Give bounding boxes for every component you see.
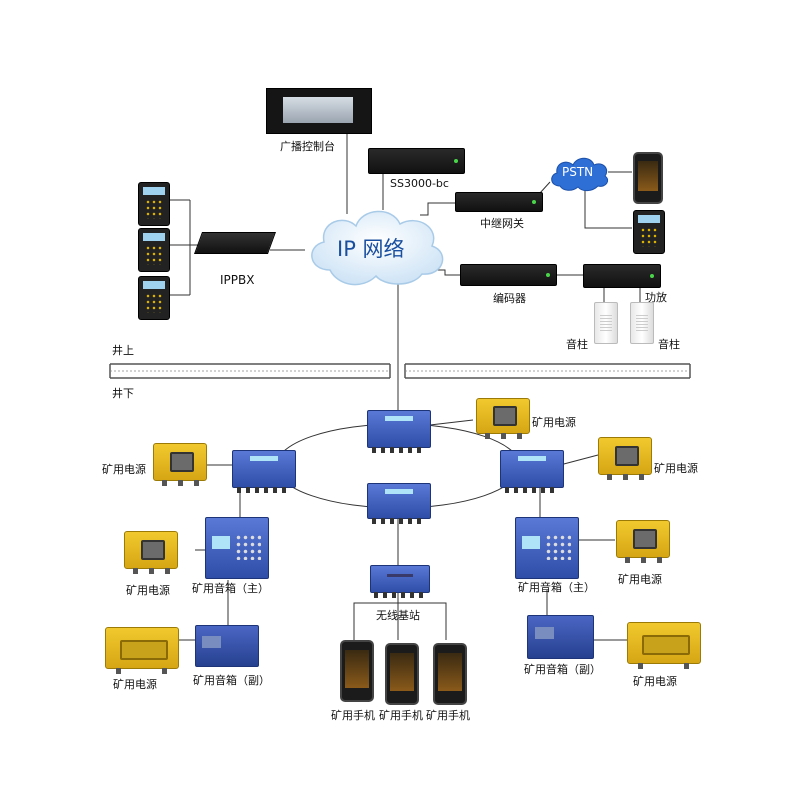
mine-speaker-main-icon bbox=[515, 517, 579, 579]
pstn-cloud-icon bbox=[551, 157, 609, 192]
power-6-label: 矿用电源 bbox=[113, 678, 157, 691]
handset-3-label: 矿用手机 bbox=[426, 709, 470, 722]
link-encoder bbox=[436, 269, 460, 276]
power-right-bottom-label: 矿用电源 bbox=[633, 675, 677, 688]
power-5-label: 矿用电源 bbox=[618, 573, 662, 586]
handset-1-label: 矿用手机 bbox=[331, 709, 375, 722]
trunk-gateway-icon bbox=[455, 192, 543, 212]
mine-handset-icon bbox=[433, 643, 467, 705]
zone-above-label: 井上 bbox=[112, 344, 134, 357]
column-speaker-icon bbox=[594, 302, 618, 344]
power-1-label: 矿用电源 bbox=[102, 463, 146, 476]
power-3-label: 矿用电源 bbox=[654, 462, 698, 475]
mine-power-icon bbox=[616, 520, 670, 563]
column-speaker-icon bbox=[630, 302, 654, 344]
ss3000-label: SS3000-bc bbox=[390, 177, 449, 190]
amplifier-icon bbox=[583, 264, 661, 288]
mine-power-large-icon bbox=[627, 622, 701, 669]
amplifier-label: 功放 bbox=[645, 291, 667, 304]
link-gateway bbox=[420, 202, 455, 216]
speaker-main-right-label: 矿用音箱（主） bbox=[518, 581, 595, 594]
broadcast-console-icon bbox=[266, 88, 372, 134]
speaker-sub-left-label: 矿用音箱（副） bbox=[193, 674, 270, 687]
ring-switch-right-icon bbox=[500, 450, 564, 493]
speaker-2-label: 音柱 bbox=[658, 338, 680, 351]
mobile-phone-icon bbox=[633, 152, 663, 204]
handset-2-label: 矿用手机 bbox=[379, 709, 423, 722]
mine-handset-icon bbox=[385, 643, 419, 705]
speaker-1-label: 音柱 bbox=[566, 338, 588, 351]
broadcast-console-label: 广播控制台 bbox=[280, 140, 335, 153]
ippbx-icon bbox=[193, 232, 277, 254]
link-power-2 bbox=[429, 419, 474, 426]
speaker-sub-right-label: 矿用音箱（副） bbox=[524, 663, 601, 676]
ring-switch-bottom-icon bbox=[367, 483, 431, 524]
mine-speaker-main-icon bbox=[205, 517, 269, 579]
ring-switch-top-icon bbox=[367, 410, 431, 453]
link-gateway-pstn bbox=[539, 181, 551, 194]
ring-switch-left-icon bbox=[232, 450, 296, 493]
desk-phone-icon bbox=[138, 276, 170, 320]
mine-speaker-sub-icon bbox=[195, 625, 259, 667]
power-4-label: 矿用电源 bbox=[126, 584, 170, 597]
pstn-label: PSTN bbox=[562, 165, 594, 179]
mine-handset-icon bbox=[340, 640, 374, 702]
desk-phone-icon bbox=[138, 182, 170, 226]
mine-power-icon bbox=[153, 443, 207, 486]
desk-phone-icon bbox=[633, 210, 665, 254]
cloud-icon bbox=[311, 210, 444, 286]
link-handsets bbox=[353, 602, 447, 640]
encoder-icon bbox=[460, 264, 557, 286]
wireless-base-label: 无线基站 bbox=[376, 609, 420, 622]
link-pstn-phone bbox=[584, 185, 632, 229]
encoder-label: 编码器 bbox=[493, 292, 526, 305]
mine-power-icon bbox=[598, 437, 652, 480]
link-power-3 bbox=[559, 454, 599, 466]
mine-power-large-icon bbox=[105, 627, 179, 674]
zone-below-label: 井下 bbox=[112, 387, 134, 400]
mine-power-icon bbox=[476, 398, 530, 439]
ss3000-server-icon bbox=[368, 148, 465, 174]
desk-phone-icon bbox=[138, 228, 170, 272]
speaker-main-left-label: 矿用音箱（主） bbox=[192, 582, 269, 595]
wireless-base-icon bbox=[370, 565, 430, 598]
power-2-label: 矿用电源 bbox=[532, 416, 576, 429]
mine-speaker-sub-icon bbox=[527, 615, 594, 659]
trunk-gateway-label: 中继网关 bbox=[480, 217, 524, 230]
ippbx-label: IPPBX bbox=[220, 273, 255, 287]
cloud-label: IP 网络 bbox=[337, 237, 405, 261]
mine-power-icon bbox=[124, 531, 178, 574]
